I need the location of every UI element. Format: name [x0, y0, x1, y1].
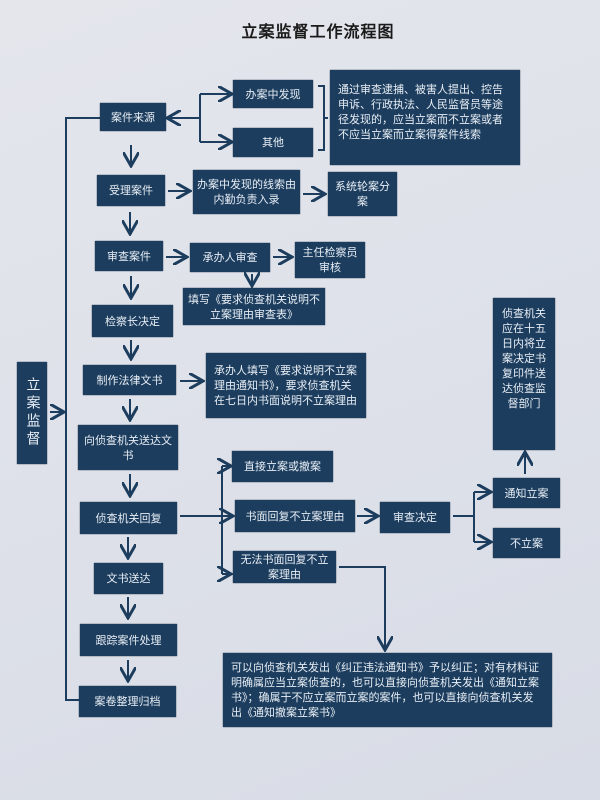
node-direct-file: 直接立案或撤案 [232, 451, 333, 482]
node-source-note: 通过审查逮捕、被害人提出、控告申诉、行政执法、人民监督员等途径发现的，应当立案而… [330, 70, 520, 165]
node-document-note: 承办人填写《要求说明不立案理由通知书》，要求侦查机关在七日内书面说明不立案理由 [206, 353, 366, 418]
node-system-assign: 系统轮案分案 [328, 172, 397, 216]
node-no-written-reply: 无法书面回复不立案理由 [233, 551, 336, 583]
node-review-case: 审查案件 [95, 241, 163, 271]
node-accept-case: 受理案件 [97, 175, 165, 206]
node-make-document: 制作法律文书 [83, 365, 176, 395]
node-case-source: 案件来源 [100, 103, 166, 131]
node-no-file: 不立案 [493, 528, 560, 558]
page-title: 立案监督工作流程图 [241, 22, 395, 41]
node-notify-file: 通知立案 [493, 478, 560, 508]
node-chief-review: 主任检察员审核 [295, 242, 365, 278]
node-document-served: 文书送达 [94, 563, 163, 594]
node-other: 其他 [233, 128, 313, 157]
node-deliver-document: 向侦查机关送达文书 [78, 425, 178, 470]
node-review-decision: 审查决定 [380, 502, 450, 533]
node-clue-entry: 办案中发现的线索由内勤负责入录 [193, 170, 300, 214]
node-found-in-handling: 办案中发现 [233, 80, 313, 108]
node-handler-review: 承办人审查 [190, 243, 270, 272]
node-chief-decision: 检察长决定 [92, 305, 173, 337]
side-label-case-supervision: 立案监督 [17, 362, 47, 464]
node-fill-form: 填写《要求侦查机关说明不立案理由审查表》 [183, 288, 325, 325]
node-fifteen-days: 侦查机关应在十五日内将立案决定书复印件送达侦查监督部门 [493, 298, 555, 450]
node-final-note: 可以向侦查机关发出《纠正违法通知书》予以纠正；对有材料证明确属应当立案侦查的，也… [223, 653, 552, 727]
node-archive: 案卷整理归档 [79, 686, 176, 717]
node-agency-reply: 侦查机关回复 [80, 502, 177, 534]
node-written-reply: 书面回复不立案理由 [235, 500, 355, 532]
node-track-case: 跟踪案件处理 [80, 624, 177, 656]
